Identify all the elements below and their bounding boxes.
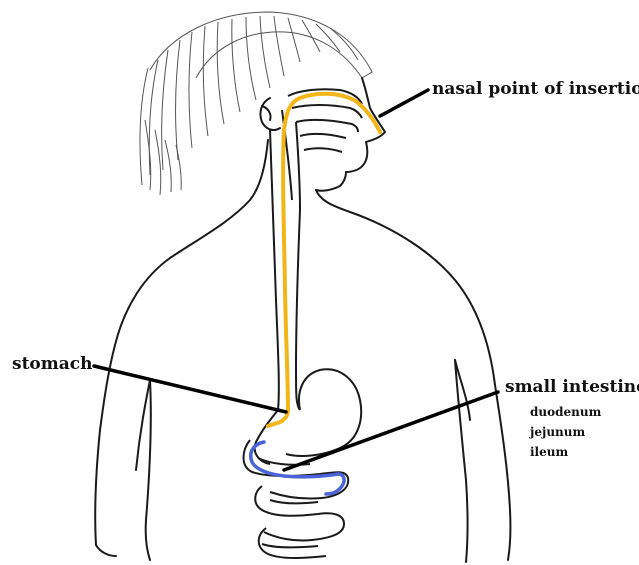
pointer-nasal	[380, 90, 428, 116]
nasogastric-tube	[268, 94, 380, 426]
pointer-small-intestine	[284, 392, 498, 470]
label-ileum: ileum	[530, 446, 568, 458]
label-stomach: stomach	[12, 356, 92, 373]
label-small-intestine: small intestine	[505, 379, 639, 396]
nasal-cavity-drawing	[282, 89, 362, 210]
pointer-lines	[94, 90, 498, 470]
body-outline	[95, 78, 510, 562]
pointer-stomach	[94, 366, 286, 412]
stomach-drawing	[255, 369, 361, 464]
intestinal-tube	[251, 442, 344, 494]
label-nasal-point-of-insertion: nasal point of insertion	[432, 81, 639, 98]
small-intestine-drawing	[244, 440, 349, 558]
hair-drawing	[140, 12, 372, 195]
label-jejunum: jejunum	[530, 426, 585, 438]
label-duodenum: duodenum	[530, 406, 601, 418]
